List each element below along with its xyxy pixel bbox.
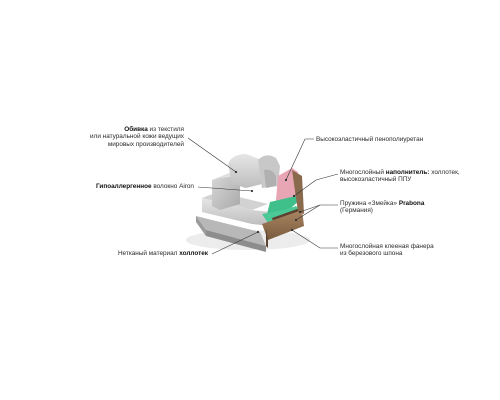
filler-rest: холлотек, — [429, 169, 460, 176]
filler-line2: высокоэластичный ППУ — [340, 176, 412, 184]
cutaway-pink-foam — [276, 168, 298, 206]
leader-lines — [187, 137, 339, 255]
leader-plywood — [291, 229, 338, 249]
wooden-frame — [262, 210, 304, 240]
nonwoven-pre: Нетканый материал — [117, 250, 180, 257]
nonwoven-bold: холлотек — [179, 250, 208, 257]
fiber-bold: Гипоаллергенное — [95, 183, 152, 190]
upholstery-bold: Обивка — [124, 126, 148, 133]
springs-line2: (Германия) — [340, 207, 373, 215]
leader-fiber — [197, 186, 253, 192]
upholstery-line2: или натуральной кожи ведущих — [90, 133, 184, 141]
leader-hr-foam — [285, 138, 314, 181]
callout-filler: Многослойный наполнитель: холлотек, высо… — [340, 169, 460, 184]
upholstery-rest: из текстиля — [147, 126, 184, 133]
filler-bold: наполнитель: — [385, 169, 430, 176]
callout-springs: Пружина «Змейка» Prabona (Германия) — [340, 200, 424, 215]
pull-out-frame — [196, 216, 266, 246]
backrest-left — [228, 154, 264, 188]
upholstery-line3: мировых производителей — [107, 140, 184, 148]
springs-pre: Пружина «Змейка» — [340, 200, 399, 207]
callout-nonwoven: Нетканый материал холлотек — [104, 250, 208, 257]
leader-springs-1 — [299, 204, 338, 213]
callout-upholstery: Обивка из текстиля или натуральной кожи … — [84, 126, 184, 148]
leader-upholstery — [187, 137, 237, 173]
callout-plywood: Многослойная клееная фанера из березовог… — [340, 243, 434, 258]
plywood-line1: Многослойная клееная фанера — [340, 243, 434, 250]
leader-dots — [234, 170, 302, 234]
hr-foam-text: Высокоэластичный пенополиуретан — [316, 136, 424, 143]
leader-springs-2 — [295, 204, 321, 221]
callout-hr-foam: Высокоэластичный пенополиуретан — [316, 136, 423, 143]
filler-pre: Многослойный — [340, 169, 386, 176]
callout-fiber: Гипоаллергенное волокно Airon — [94, 183, 194, 190]
leader-nonwoven — [211, 231, 259, 255]
fiber-rest: волокно Airon — [151, 183, 194, 190]
springs-bold: Prabona — [398, 200, 425, 207]
leader-filler — [293, 173, 339, 197]
plywood-line2: из березового шпона — [340, 250, 403, 258]
